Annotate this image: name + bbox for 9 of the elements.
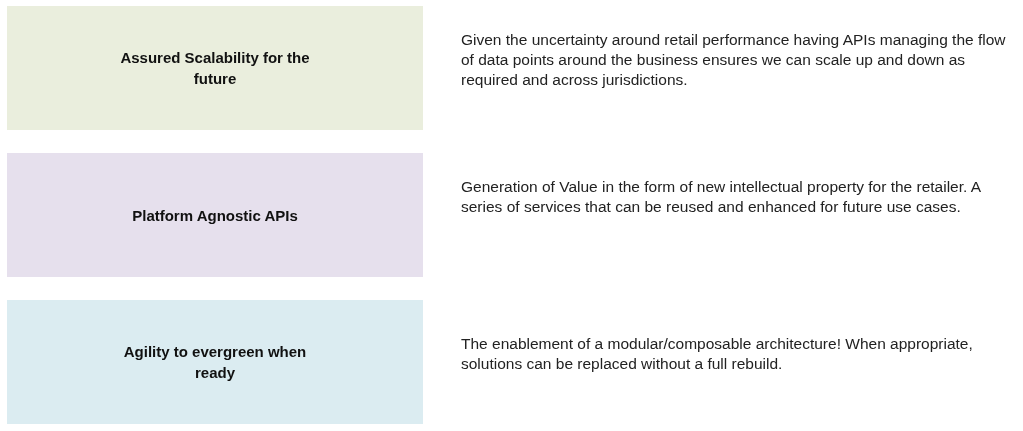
description-text: Given the uncertainty around retail performance having APIs managing the flow of data points around the business ensures we can scale up and down as required and across jurisdictions. bbox=[461, 30, 1007, 90]
box-title: Platform Agnostic APIs bbox=[131, 205, 299, 226]
box-title: Assured Scalability for the future bbox=[120, 48, 310, 89]
description-text: Generation of Value in the form of new intellectual property for the retailer. A series of services that can be reused and enhanced for future use cases. bbox=[461, 177, 982, 217]
box-title: Agility to evergreen when ready bbox=[122, 342, 308, 383]
text-box bbox=[7, 153, 423, 277]
description-text: The enablement of a modular/composable architecture! When appropriate, solutions can be replaced without a full rebuild. bbox=[461, 334, 974, 374]
text-box bbox=[7, 300, 423, 424]
text-box bbox=[7, 6, 423, 130]
